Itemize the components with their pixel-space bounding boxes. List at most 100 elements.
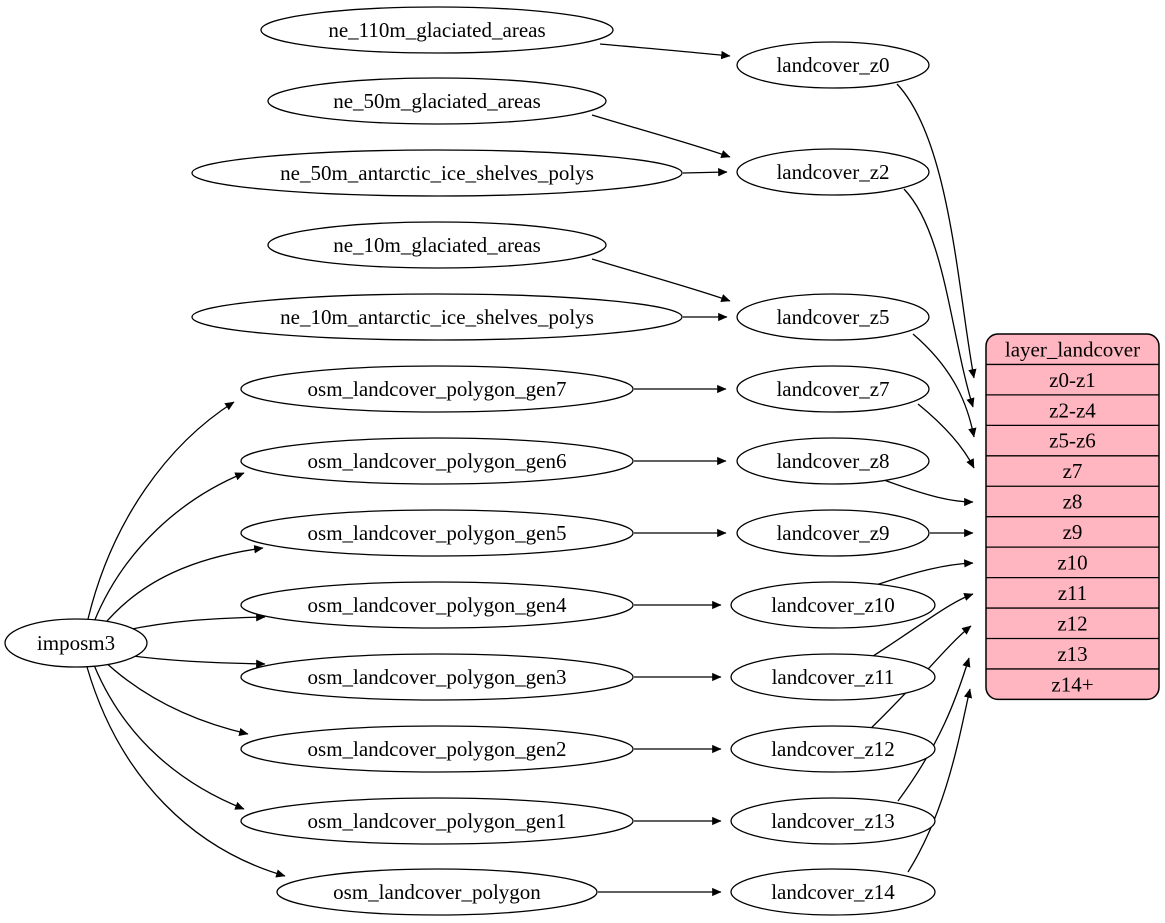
- node-label: osm_landcover_polygon_gen1: [308, 809, 567, 833]
- node-shape: [260, 6, 614, 54]
- node-label: osm_landcover_polygon_gen7: [308, 377, 567, 401]
- record-row-z5-z6: z5-z6: [1049, 429, 1096, 453]
- node-shape: [736, 148, 930, 196]
- node-ne-10m-antarctic-ice-shelves-polys: ne_10m_antarctic_ice_shelves_polys: [191, 293, 683, 341]
- edge-landcover-z8-to-layer-landcover-z8: [883, 479, 974, 507]
- node-label: landcover_z0: [776, 53, 889, 77]
- record-row-z13: z13: [1057, 642, 1087, 666]
- node-label: osm_landcover_polygon_gen4: [308, 593, 567, 617]
- node-shape: [736, 293, 930, 341]
- node-landcover-z11: landcover_z11: [730, 653, 936, 701]
- edge-ne-50m-glaciated-areas-to-landcover-z2: [591, 114, 731, 159]
- node-label: ne_50m_glaciated_areas: [333, 89, 541, 113]
- record-row-z14plus: z14+: [1051, 672, 1093, 696]
- edge-landcover-z10-to-layer-landcover-z10: [869, 559, 974, 588]
- node-label: imposm3: [37, 631, 115, 655]
- edge-landcover-z0-to-layer-landcover-z0-z1: [896, 83, 977, 379]
- record-layer-landcover: layer_landcoverz0-z1z2-z4z5-z6z7z8z9z10z…: [985, 333, 1160, 701]
- node-label: landcover_z9: [776, 521, 889, 545]
- node-shape: [736, 41, 930, 89]
- node-landcover-z10: landcover_z10: [730, 581, 936, 629]
- node-osm-landcover-polygon-gen3: osm_landcover_polygon_gen3: [240, 653, 634, 701]
- node-shape: [736, 365, 930, 413]
- edge-landcover-z11-to-layer-landcover-z11: [866, 592, 974, 661]
- node-shape: [730, 868, 936, 916]
- record-row-z8: z8: [1063, 490, 1083, 514]
- node-shape: [240, 797, 634, 845]
- edge-imposm3-to-osm-landcover-polygon-gen7: [87, 401, 235, 620]
- node-imposm3: imposm3: [4, 618, 148, 668]
- node-shape: [276, 868, 598, 916]
- node-shape: [736, 437, 930, 485]
- edge-ne-10m-glaciated-areas-to-landcover-z5: [591, 258, 731, 303]
- edge-imposm3-to-osm-landcover-polygon-gen1: [93, 664, 245, 810]
- node-label: osm_landcover_polygon: [333, 880, 541, 904]
- node-shape: [191, 149, 683, 197]
- node-shape: [267, 77, 607, 125]
- node-label: ne_10m_glaciated_areas: [333, 233, 541, 257]
- edges-layer: [86, 43, 977, 897]
- node-shape: [240, 365, 634, 413]
- node-label: landcover_z2: [776, 160, 889, 184]
- edge-landcover-z13-to-layer-landcover-z13: [897, 657, 971, 802]
- node-landcover-z0: landcover_z0: [736, 41, 930, 89]
- node-osm-landcover-polygon-gen6: osm_landcover_polygon_gen6: [240, 437, 634, 485]
- node-shape: [736, 509, 930, 557]
- node-shape: [4, 618, 148, 668]
- node-landcover-z9: landcover_z9: [736, 509, 930, 557]
- edge-imposm3-to-osm-landcover-polygon-gen4: [117, 613, 266, 633]
- node-osm-landcover-polygon-gen7: osm_landcover_polygon_gen7: [240, 365, 634, 413]
- node-label: ne_110m_glaciated_areas: [328, 18, 545, 42]
- node-ne-50m-glaciated-areas: ne_50m_glaciated_areas: [267, 77, 607, 125]
- edge-landcover-z12-to-layer-landcover-z12: [867, 625, 972, 732]
- node-shape: [730, 653, 936, 701]
- node-osm-landcover-polygon-gen1: osm_landcover_polygon_gen1: [240, 797, 634, 845]
- node-shape: [240, 581, 634, 629]
- edge-imposm3-to-osm-landcover-polygon: [86, 666, 286, 878]
- node-landcover-z12: landcover_z12: [730, 725, 936, 773]
- node-label: landcover_z11: [772, 665, 895, 689]
- node-shape: [240, 509, 634, 557]
- record-row-z7: z7: [1063, 459, 1083, 483]
- node-shape: [191, 293, 683, 341]
- node-shape: [730, 581, 936, 629]
- node-label: osm_landcover_polygon_gen6: [308, 449, 567, 473]
- edge-imposm3-to-osm-landcover-polygon-gen3: [117, 653, 266, 668]
- edge-landcover-z14-to-layer-landcover-z14plus: [907, 688, 973, 873]
- record-row-z2-z4: z2-z4: [1049, 398, 1096, 422]
- node-shape: [240, 725, 634, 773]
- node-label: landcover_z5: [776, 305, 889, 329]
- node-label: ne_10m_antarctic_ice_shelves_polys: [280, 305, 594, 329]
- node-osm-landcover-polygon-gen2: osm_landcover_polygon_gen2: [240, 725, 634, 773]
- node-label: landcover_z8: [776, 449, 889, 473]
- node-label: landcover_z13: [771, 809, 895, 833]
- node-osm-landcover-polygon: osm_landcover_polygon: [276, 868, 598, 916]
- node-label: landcover_z14: [771, 880, 895, 904]
- node-label: landcover_z12: [771, 737, 895, 761]
- node-ne-50m-antarctic-ice-shelves-polys: ne_50m_antarctic_ice_shelves_polys: [191, 149, 683, 197]
- edge-landcover-z2-to-layer-landcover-z2-z4: [903, 188, 975, 408]
- edge-landcover-z7-to-layer-landcover-z7: [917, 403, 975, 469]
- node-landcover-z7: landcover_z7: [736, 365, 930, 413]
- node-shape: [240, 437, 634, 485]
- node-ne-10m-glaciated-areas: ne_10m_glaciated_areas: [267, 221, 607, 269]
- node-label: landcover_z7: [776, 377, 889, 401]
- node-shape: [240, 653, 634, 701]
- record-row-z11: z11: [1058, 581, 1088, 605]
- edge-landcover-z5-to-layer-landcover-z5-z6: [912, 333, 977, 438]
- node-osm-landcover-polygon-gen4: osm_landcover_polygon_gen4: [240, 581, 634, 629]
- node-label: osm_landcover_polygon_gen3: [308, 665, 567, 689]
- edge-imposm3-to-osm-landcover-polygon-gen2: [101, 658, 249, 737]
- node-shape: [267, 221, 607, 269]
- node-landcover-z13: landcover_z13: [730, 797, 936, 845]
- node-ne-110m-glaciated-areas: ne_110m_glaciated_areas: [260, 6, 614, 54]
- node-landcover-z8: landcover_z8: [736, 437, 930, 485]
- node-landcover-z5: landcover_z5: [736, 293, 930, 341]
- node-label: ne_50m_antarctic_ice_shelves_polys: [280, 161, 594, 185]
- record-row-z9: z9: [1063, 520, 1083, 544]
- node-label: landcover_z10: [771, 593, 895, 617]
- record-row-z12: z12: [1057, 611, 1087, 635]
- record-title: layer_landcover: [1005, 337, 1140, 361]
